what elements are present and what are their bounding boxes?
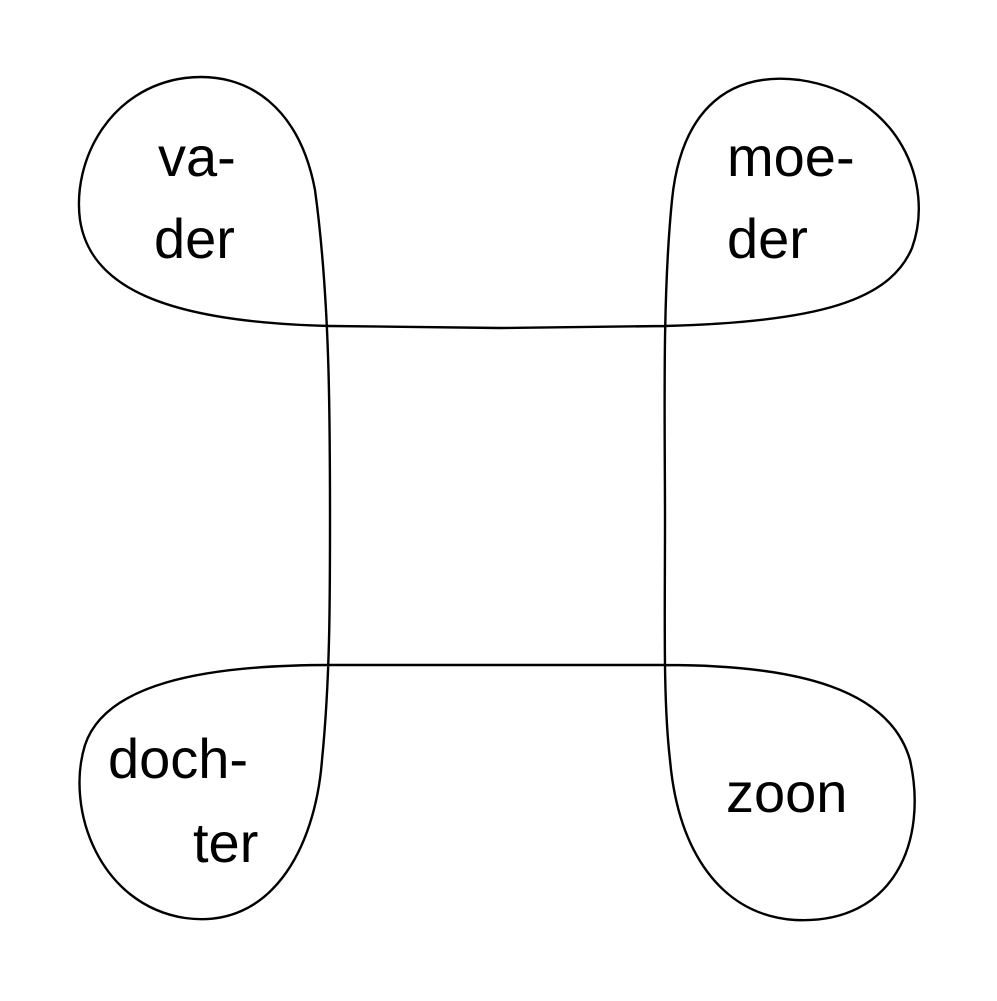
dochter-label: doch- ter (108, 727, 264, 874)
moeder-label-line2: der (727, 207, 808, 270)
moeder-label: moe- der (727, 125, 870, 270)
dochter-label-line1: doch- (108, 727, 248, 790)
moeder-label-line1: moe- (727, 125, 855, 188)
top-loop (77, 75, 920, 922)
vader-label-line2: der (154, 207, 235, 270)
vader-label: va- der (154, 125, 251, 270)
dochter-label-line2: ter (193, 811, 258, 874)
vader-label-line1: va- (158, 125, 236, 188)
zoon-label: zoon (726, 761, 847, 824)
zoon-label-line1: zoon (726, 761, 847, 824)
